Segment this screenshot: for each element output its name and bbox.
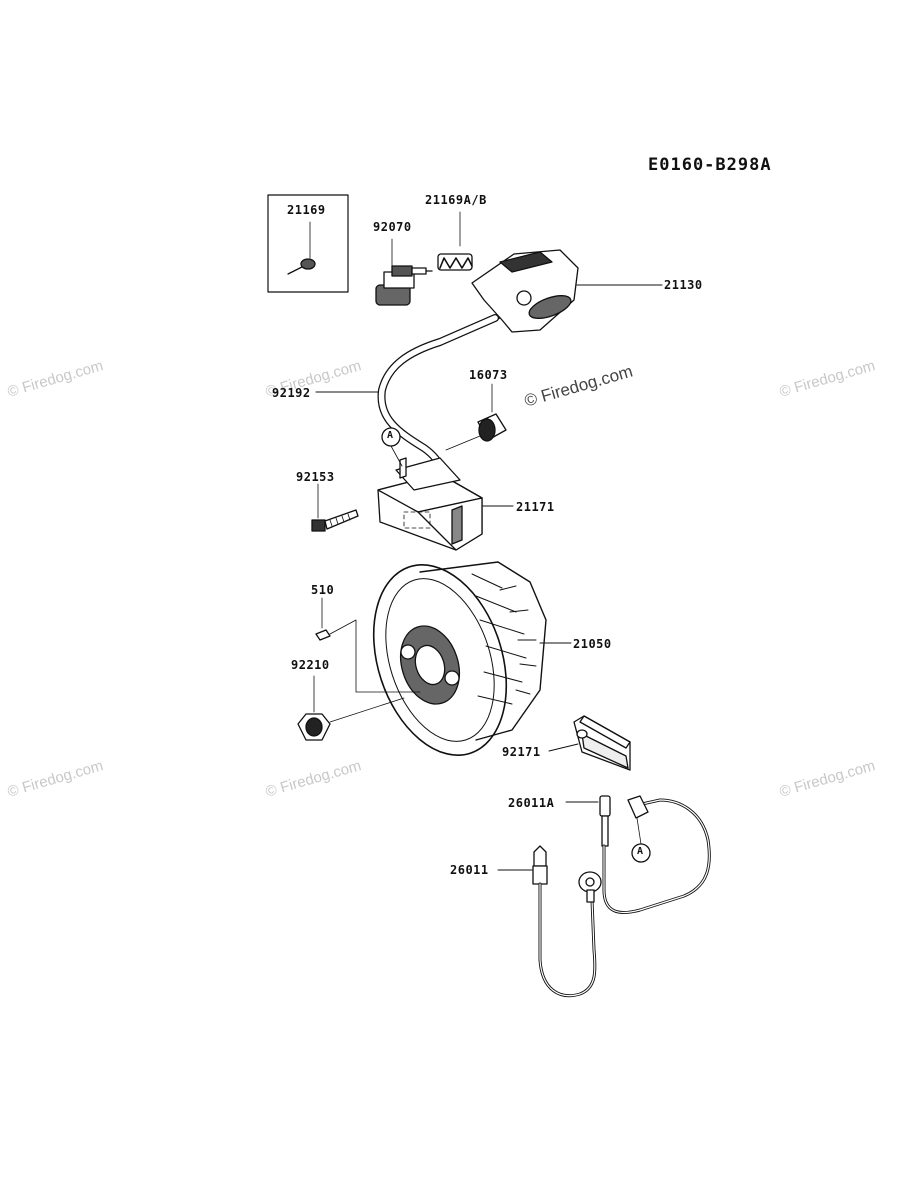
bushing-part — [445, 383, 507, 451]
part-label-21169: 21169 — [287, 203, 326, 217]
part-label-21169ab: 21169A/B — [425, 193, 487, 207]
part-label-92070: 92070 — [373, 220, 412, 234]
plug-cap-part — [469, 249, 663, 333]
part-label-21171: 21171 — [516, 500, 555, 514]
part-label-510: 510 — [311, 583, 335, 597]
detail-box-21169 — [267, 194, 349, 293]
ignition-coil-part — [377, 457, 514, 551]
marker-a-coil — [381, 427, 403, 467]
part-label-26011a: 26011A — [508, 796, 555, 810]
spark-plug-terminal-part — [287, 221, 316, 275]
part-label-92153: 92153 — [296, 470, 335, 484]
part-label-21130: 21130 — [664, 278, 703, 292]
diagram-code: E0160-B298A — [648, 155, 772, 175]
nut-part — [297, 675, 405, 741]
spring-terminal-part — [437, 211, 473, 271]
marker-label-a-coil: A — [387, 430, 394, 441]
spark-plug-part — [375, 238, 433, 306]
screw-part — [311, 483, 359, 532]
part-label-92210: 92210 — [291, 658, 330, 672]
key-part — [315, 597, 421, 693]
marker-label-a-wire: A — [637, 846, 644, 857]
lead-wire-26011a-part — [565, 795, 711, 914]
flywheel-part — [372, 561, 572, 756]
band-clip-part — [548, 715, 631, 771]
part-label-92192: 92192 — [272, 386, 311, 400]
part-label-26011: 26011 — [450, 863, 489, 877]
lead-wire-26011-part — [497, 845, 602, 998]
part-label-92171: 92171 — [502, 745, 541, 759]
marker-a-wire — [631, 817, 651, 863]
part-label-16073: 16073 — [469, 368, 508, 382]
part-label-21050: 21050 — [573, 637, 612, 651]
